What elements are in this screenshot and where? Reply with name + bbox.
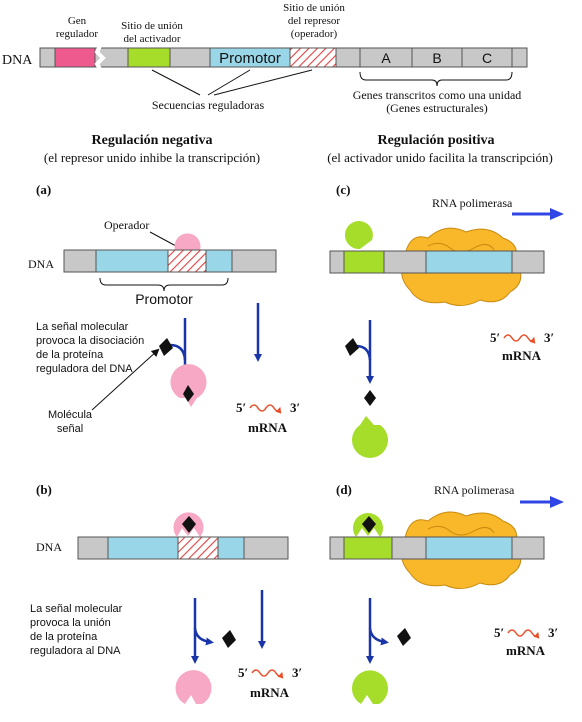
pointer-line [213,69,313,96]
panel-d-activator-site [343,536,393,560]
panel-b-promoter [107,536,245,560]
regulator-gene-label-1: Gen [68,15,87,27]
operator-site-box [289,47,337,68]
transcribed-genes-label-2: (Genes estructurales) [386,101,488,115]
panel-b-operator [177,536,219,560]
promoter-brace [99,277,229,292]
panel-b-bound-signal-icon [182,516,196,533]
dna-break-mark [94,45,106,71]
panel-a-mrna-label: mRNA [248,420,288,435]
panel-c-rna-polymerase-label: RNA polimerasa [432,196,513,210]
panel-c-mrna-label: mRNA [502,348,542,363]
panel-c: (c) RNA polimerasa 5′ 3′ mRNA [329,182,564,458]
gene-c-label: C [482,50,492,66]
regulatory-sequences-label: Secuencias reguladoras [152,98,265,112]
operator-site-label-3: (operador) [291,28,338,40]
panel-b-mrna-5: 5′ [238,665,248,680]
negative-regulation-title: Regulación negativa [92,133,213,148]
panel-b-mrna-3: 3′ [292,665,302,680]
panel-a-free-repressor [170,364,207,407]
panel-b-mrna-strand [251,669,284,679]
panel-d-signal-release-arrow [368,627,389,646]
operator-site-label-2: del represor [288,15,341,27]
panel-d-letter: (d) [336,482,352,497]
transcribed-genes-label-1: Genes transcritos como una unidad [353,88,522,102]
activator-site-label-2: del activador [123,33,180,45]
pointer-line [151,69,201,96]
panel-a-dna-label: DNA [28,257,54,271]
panel-a-letter: (a) [36,182,51,197]
gene-b-label: B [432,50,441,66]
panel-d-free-activator [352,670,388,704]
panel-b-signal-text-3: de la proteína [30,631,98,643]
panel-a-mrna-3: 3′ [290,400,300,415]
positive-regulation-title: Regulación positiva [377,133,494,148]
panel-b-free-repressor [175,670,212,704]
panel-d-mrna-3: 3′ [548,625,558,640]
operator-label: Operador [104,218,149,232]
panel-c-mrna-5: 5′ [490,330,500,345]
activator-site-box [127,47,171,68]
panel-c-signal-molecule-icon [345,338,359,356]
panel-d-rna-polymerase-label: RNA polimerasa [434,483,515,497]
panel-b-letter: (b) [36,482,52,497]
panel-c-activator-top [344,221,373,250]
panel-c-signal-joining-arrow [355,344,372,361]
panel-a-signal-text-3: de la proteína [36,349,104,361]
panel-b: (b) DNA La señal molecular provoca la un… [30,482,302,704]
panel-a-promoter [95,249,233,273]
panel-a-mrna-5: 5′ [236,400,246,415]
signal-molecule-label-2: señal [57,423,83,435]
panel-d-polymerase-fold [427,525,495,536]
panel-b-signal-molecule-icon [222,630,236,648]
panel-a-signal-text-2: provoca la disociación [36,335,144,347]
gene-a-label: A [381,50,391,66]
panel-b-dna-label: DNA [36,540,62,554]
panel-a: (a) Operador DNA Promotor La señal molec… [28,182,300,435]
panel-a-mrna-strand [249,404,282,414]
panel-b-mrna-label: mRNA [250,685,290,700]
panel-b-signal-text-2: provoca la unión [30,617,111,629]
pointer-line [207,69,251,96]
operator-pointer [149,231,177,247]
panel-a-signal-joining-arrow [169,343,187,361]
panel-c-mrna-strand [503,334,536,344]
operator-site-label-1: Sitio de unión [283,2,345,14]
panel-d-mrna-strand [507,629,540,639]
panel-d: (d) RNA polimerasa 5′ 3′ mRNA [329,482,564,704]
regulator-gene-box [54,47,96,68]
panel-b-signal-text-1: La señal molecular [30,603,123,615]
panel-c-letter: (c) [336,182,350,197]
negative-regulation-subtitle: (el represor unido inhibe la transcripci… [44,150,260,165]
genes-brace [359,71,513,87]
panel-c-promoter [425,250,513,274]
panel-d-mrna-5: 5′ [494,625,504,640]
panel-a-operator [167,249,207,273]
panel-c-free-activator [352,416,388,458]
panel-a-bound-signal-icon [183,385,194,402]
panel-a-signal-text-4: reguladora del DNA [36,363,133,375]
panel-d-bound-signal-icon [362,516,376,533]
panel-c-mrna-3: 3′ [544,330,554,345]
regulator-gene-label-2: regulador [56,28,98,40]
panel-d-promoter [425,536,513,560]
activator-site-label-1: Sitio de unión [121,20,183,32]
positive-regulation-subtitle: (el activador unido facilita la transcri… [327,150,553,165]
promoter-label: Promotor [219,50,281,67]
panel-c-activator-site [343,250,385,274]
panel-a-promoter-label: Promotor [135,291,193,307]
signal-molecule-pointer [91,348,160,411]
panel-b-signal-release-arrow [193,627,214,646]
panel-b-signal-text-4: reguladora al DNA [30,645,121,657]
panel-d-mrna-label: mRNA [506,643,546,658]
panel-d-signal-molecule-icon [397,628,411,646]
panel-a-signal-molecule-icon [159,338,173,356]
signal-molecule-label-1: Molécula [48,409,93,421]
operon-map: DNA Promotor A B C Gen regulador Sitio d… [2,2,528,115]
panel-a-signal-text-1: La señal molecular [36,321,129,333]
top-dna-label: DNA [2,53,33,68]
panel-c-bound-signal-icon [364,390,376,406]
